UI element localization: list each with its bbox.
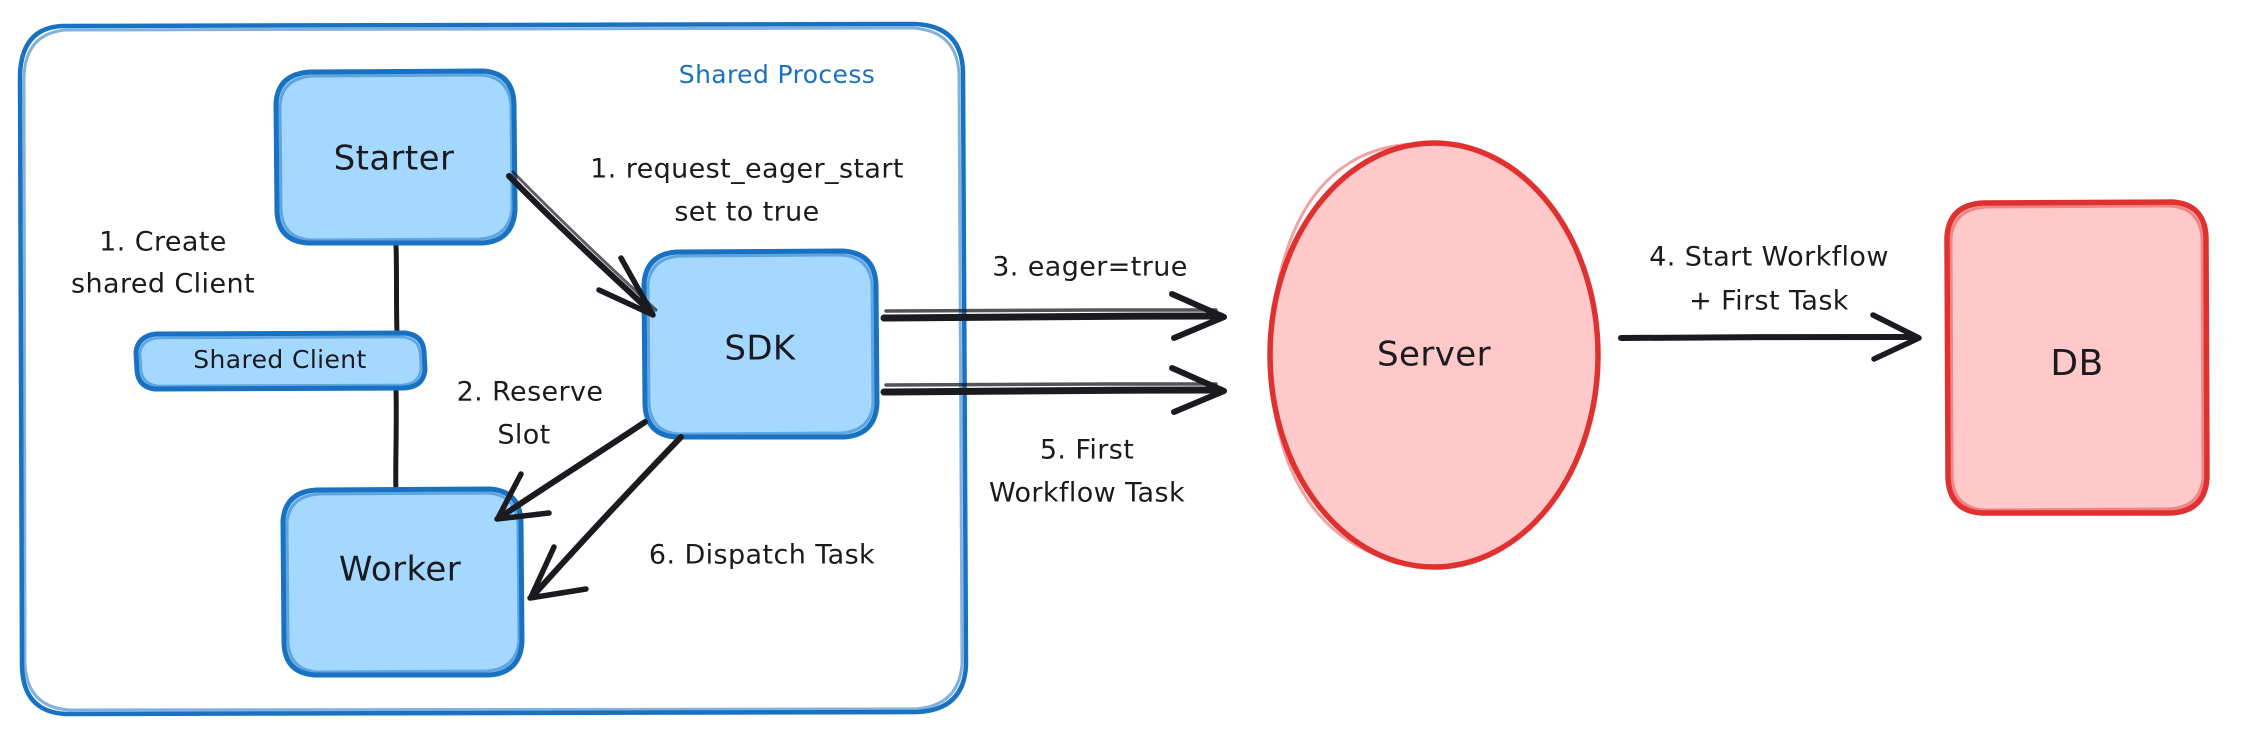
server-label: Server <box>1377 335 1491 375</box>
shared-client-shape <box>133 330 428 392</box>
start-workflow-line1: 4. Start Workflow <box>1649 242 1889 273</box>
edge-label-first-workflow-task: 5. First Workflow Task <box>989 435 1185 509</box>
starter-shape-sketch <box>278 73 514 242</box>
shared-process-border <box>17 21 969 717</box>
node-starter[interactable]: Starter <box>273 68 518 246</box>
arrow-eager-true-head <box>1169 291 1227 341</box>
edge-label-request-eager-start: 1. request_eager_start set to true <box>590 154 904 228</box>
shared-client-to-worker-line <box>393 385 399 495</box>
first-workflow-task-line1: 5. First <box>1040 435 1134 466</box>
worker-label: Worker <box>339 550 461 590</box>
shared-process-group: Shared Process <box>17 21 969 717</box>
node-db[interactable]: DB <box>1944 199 2210 516</box>
eager-true-line1: 3. eager=true <box>992 252 1188 283</box>
arrow-starter-to-sdk-line <box>506 173 655 316</box>
edge-label-create-shared-client: 1. Create shared Client <box>71 227 255 300</box>
server-shape-sketch <box>1269 142 1432 568</box>
arrow-sdk-to-worker-reserve <box>494 419 648 522</box>
node-worker[interactable]: Worker <box>280 486 525 678</box>
shared-client-shape-sketch <box>138 335 423 388</box>
create-shared-client-line2: shared Client <box>71 269 255 300</box>
edge-label-reserve-slot: 2. Reserve Slot <box>457 377 604 451</box>
start-workflow-line2: + First Task <box>1689 286 1849 317</box>
node-shared-client[interactable]: Shared Client <box>133 330 428 392</box>
edge-label-start-workflow: 4. Start Workflow + First Task <box>1649 242 1889 317</box>
arrow-first-task-line <box>880 386 1225 396</box>
sdk-label: SDK <box>724 329 797 369</box>
dispatch-task-line1: 6. Dispatch Task <box>649 540 875 571</box>
server-shape <box>1267 140 1601 570</box>
arrow-reserve-slot-head <box>494 471 552 522</box>
arrow-sdk-to-worker-dispatch <box>527 434 684 601</box>
arrow-server-to-db-head <box>1870 312 1922 362</box>
arrow-sdk-to-server-first-task <box>880 365 1227 415</box>
reserve-slot-line1: 2. Reserve <box>457 377 604 408</box>
node-sdk[interactable]: SDK <box>641 248 880 440</box>
node-server[interactable]: Server <box>1267 140 1601 570</box>
arrow-eager-true-line-2 <box>884 308 1218 313</box>
arrow-starter-to-sdk-line-2 <box>511 170 658 312</box>
arrow-starter-to-sdk <box>506 170 658 318</box>
shared-process-border-2 <box>22 26 964 712</box>
sdk-shape-sketch <box>646 253 875 436</box>
reserve-slot-line2: Slot <box>497 420 550 451</box>
request-eager-start-line1: 1. request_eager_start <box>590 154 904 185</box>
arrow-dispatch-task-head <box>527 544 589 601</box>
edge-label-eager-true: 3. eager=true <box>992 252 1188 283</box>
arrow-server-to-db <box>1618 312 1922 362</box>
arrow-starter-to-sdk-head <box>596 255 656 318</box>
edge-label-dispatch-task: 6. Dispatch Task <box>649 540 875 571</box>
arrow-server-to-db-line <box>1618 334 1919 341</box>
starter-to-shared-client-line <box>393 241 400 337</box>
db-shape-sketch <box>1949 204 2205 512</box>
starter-label: Starter <box>334 139 455 179</box>
arrow-sdk-to-server-eager <box>880 291 1227 341</box>
arrow-reserve-slot-line <box>496 419 648 521</box>
db-shape <box>1944 199 2210 516</box>
starter-shape <box>273 68 518 246</box>
arrow-first-task-line-2 <box>884 382 1218 387</box>
client-spine-connector <box>393 241 400 495</box>
arrow-eager-true-line <box>880 312 1225 322</box>
shared-process-label: Shared Process <box>679 60 875 89</box>
arrow-dispatch-task-line <box>529 434 684 600</box>
db-label: DB <box>2050 343 2103 384</box>
create-shared-client-line1: 1. Create <box>99 227 227 258</box>
shared-client-label: Shared Client <box>193 345 367 374</box>
request-eager-start-line2: set to true <box>674 197 819 228</box>
arrow-first-task-head <box>1169 365 1227 415</box>
sdk-shape <box>641 248 880 440</box>
first-workflow-task-line2: Workflow Task <box>989 478 1185 509</box>
